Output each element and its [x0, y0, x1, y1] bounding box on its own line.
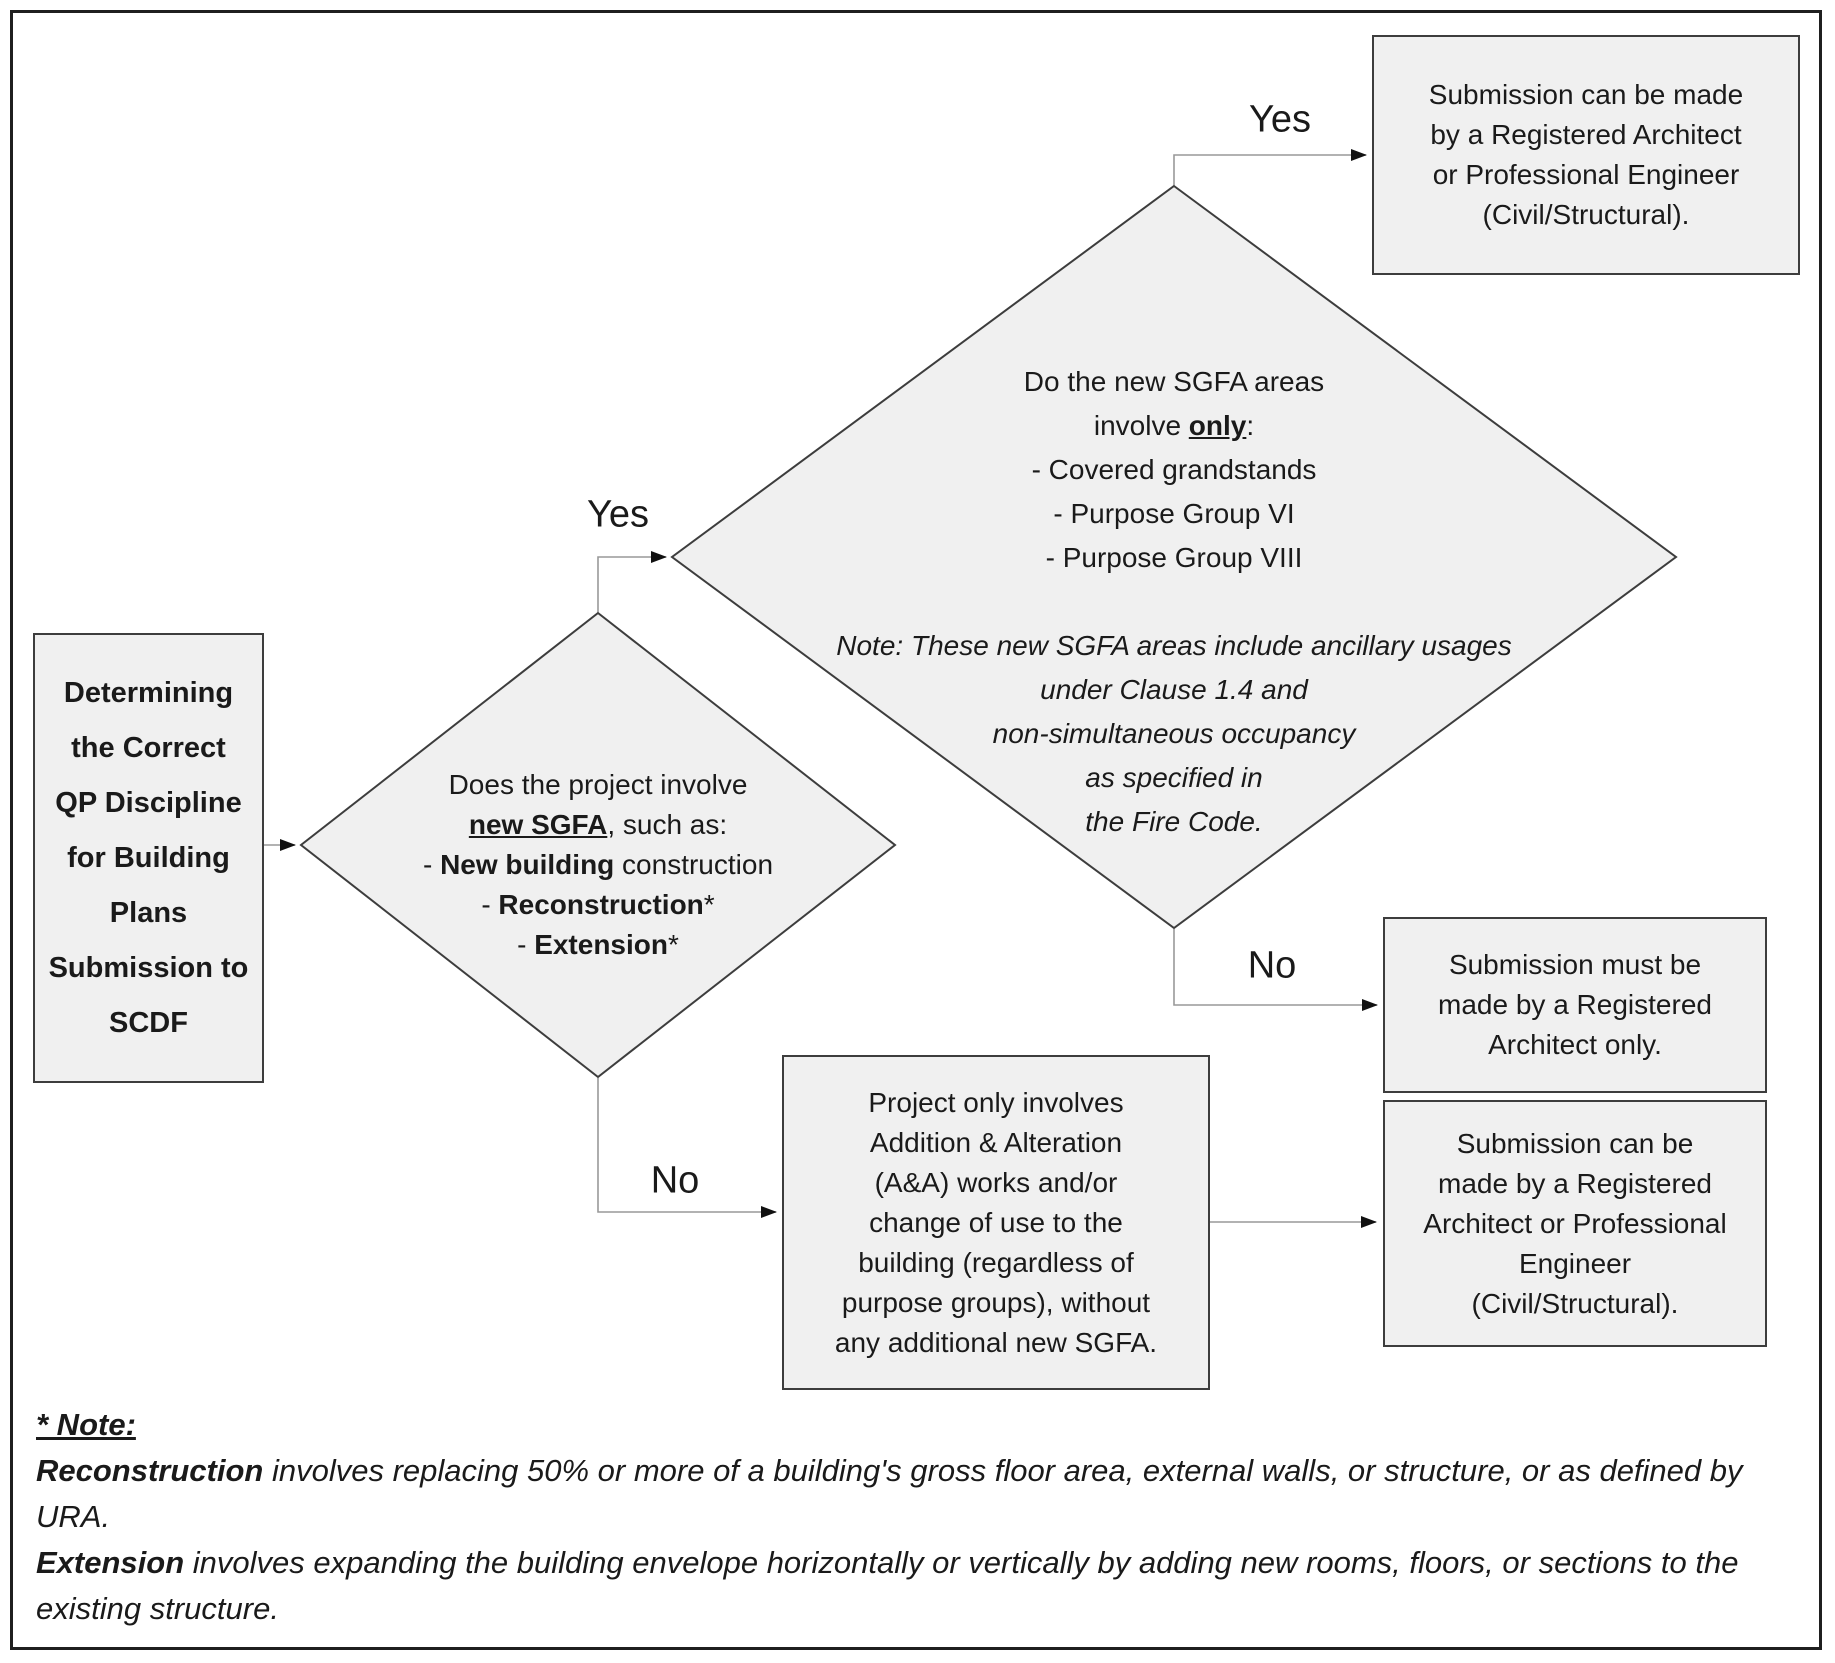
outcome-ra-only-box: Submission must be made by a Registered …	[1383, 917, 1767, 1093]
edge-decision1-yes	[597, 551, 667, 612]
outcome-top-box: Submission can be made by a Registered A…	[1372, 35, 1800, 275]
edge-decision1-no	[597, 1078, 777, 1218]
process-aa-box: Project only involves Addition & Alterat…	[782, 1055, 1210, 1390]
decision2-diamond	[670, 184, 1678, 930]
label-no-decision2: No	[1247, 944, 1297, 987]
label-yes-decision1: Yes	[587, 493, 649, 536]
outer-border	[10, 10, 1822, 1650]
edge-decision2-yes	[1173, 149, 1367, 185]
outcome-bottom-box: Submission can be made by a Registered A…	[1383, 1100, 1767, 1347]
edge-decision2-no	[1173, 929, 1378, 1011]
label-no-decision1: No	[650, 1159, 700, 1202]
label-yes-decision2: Yes	[1249, 98, 1311, 141]
footnote: * Note: Reconstruction involves replacin…	[36, 1407, 1743, 1626]
decision1-diamond	[299, 611, 897, 1079]
start-node: Determining the Correct QP Discipline fo…	[33, 633, 264, 1083]
